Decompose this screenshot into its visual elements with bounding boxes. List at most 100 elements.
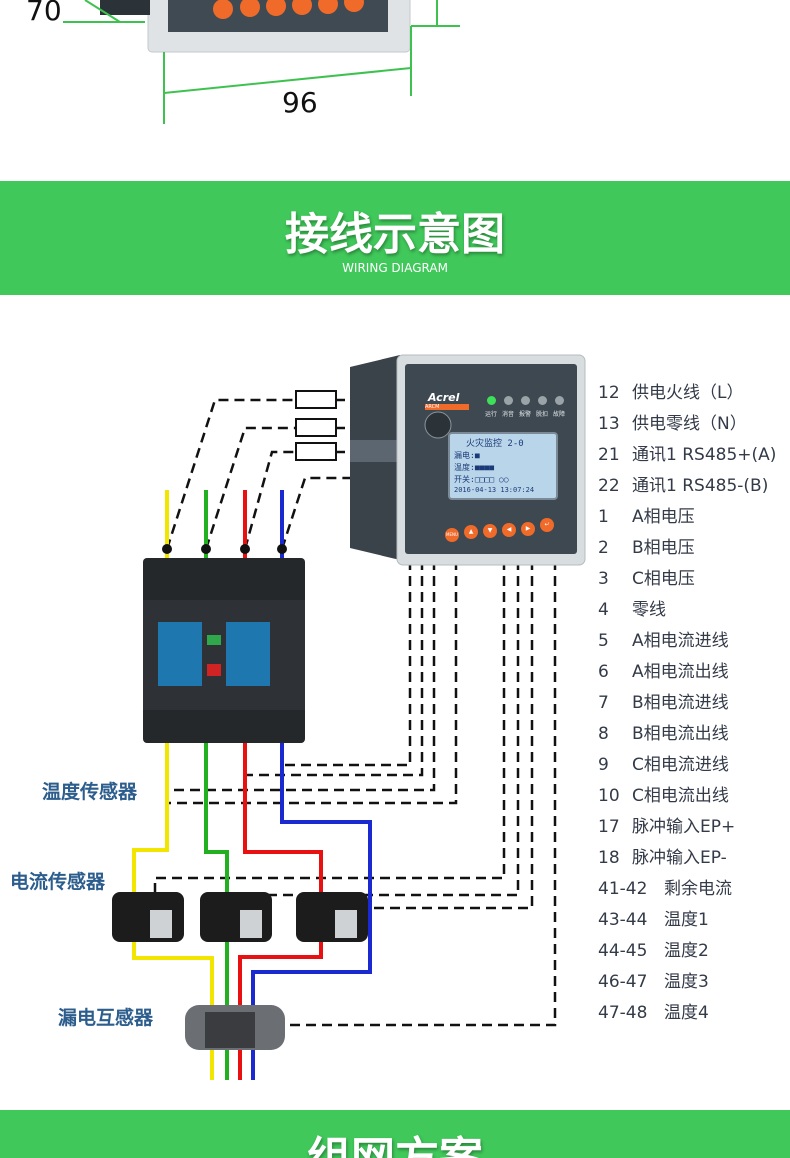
terminal-item: 7 B相电流进线 — [598, 688, 729, 713]
terminal-description: 脉冲输入EP+ — [632, 817, 736, 837]
lcd-row-leakage: 漏电:■ — [454, 451, 480, 460]
junction-dots — [162, 544, 287, 554]
lcd-row-switch: 开关:□□□□ ○○ — [454, 475, 509, 484]
terminal-number: 10 — [598, 786, 620, 806]
terminal-description: 零线 — [632, 600, 666, 620]
terminal-number: 44-45 — [598, 941, 648, 961]
terminal-item: 21 通讯1 RS485+(A) — [598, 440, 776, 465]
terminal-item: 17 脉冲输入EP+ — [598, 812, 735, 837]
terminal-item: 43-44 温度1 — [598, 905, 709, 930]
terminal-description: 温度2 — [664, 941, 709, 961]
terminal-description: 剩余电流 — [664, 879, 732, 899]
terminal-description: B相电流出线 — [632, 724, 729, 744]
down-button[interactable]: ▼ — [483, 524, 497, 538]
led-trip — [538, 396, 547, 405]
lcd-title: 火灾监控 2-0 — [466, 439, 524, 449]
terminal-number: 2 — [598, 538, 609, 558]
section-header-network — [0, 1110, 790, 1158]
terminal-description: C相电压 — [632, 569, 695, 589]
label-temp-sensor: 温度传感器 — [42, 781, 138, 803]
terminal-description: 供电零线（N） — [632, 414, 747, 434]
terminal-description: 温度1 — [664, 910, 709, 930]
terminal-description: 通讯1 RS485-(B) — [632, 476, 769, 496]
signal-wires-dashed — [153, 398, 557, 1027]
terminal-number: 41-42 — [598, 879, 648, 899]
terminal-item: 2 B相电压 — [598, 533, 695, 558]
terminal-description: C相电流出线 — [632, 786, 729, 806]
terminal-item: 5 A相电流进线 — [598, 626, 729, 651]
terminal-description: A相电流出线 — [632, 662, 729, 682]
terminal-item: 13 供电零线（N） — [598, 409, 747, 434]
terminal-item: 44-45 温度2 — [598, 936, 709, 961]
terminal-number: 5 — [598, 631, 609, 651]
led-run — [487, 396, 496, 405]
terminal-item: 9 C相电流进线 — [598, 750, 729, 775]
terminal-item: 12 供电火线（L） — [598, 378, 743, 403]
terminal-description: 通讯1 RS485+(A) — [632, 445, 777, 465]
led-label: 故障 — [553, 411, 566, 418]
terminal-description: 供电火线（L） — [632, 383, 744, 403]
terminal-item: 3 C相电压 — [598, 564, 695, 589]
label-current-sensor: 电流传感器 — [10, 871, 106, 893]
lcd-datetime: 2016-04-13 13:07:24 — [454, 486, 535, 494]
terminal-description: 温度4 — [664, 1003, 709, 1023]
menu-buttons — [213, 0, 364, 19]
led-label: 报警 — [519, 411, 532, 418]
terminal-number: 12 — [598, 383, 620, 403]
led-label: 脱扣 — [536, 411, 549, 418]
led-mute — [504, 396, 513, 405]
terminal-number: 1 — [598, 507, 609, 527]
current-sensors — [112, 892, 368, 942]
terminal-number: 43-44 — [598, 910, 648, 930]
terminal-item: 6 A相电流出线 — [598, 657, 729, 682]
left-button[interactable]: ◀ — [502, 523, 516, 537]
section-header-wiring — [0, 181, 790, 295]
lcd-row-temperature: 温度:■■■■ — [454, 463, 495, 472]
terminal-description: A相电压 — [632, 507, 695, 527]
terminal-item: 41-42 剩余电流 — [598, 874, 732, 899]
up-button[interactable]: ▲ — [464, 525, 478, 539]
terminal-number: 3 — [598, 569, 609, 589]
device-body-side — [100, 0, 150, 15]
dimension-lines — [63, 0, 460, 124]
terminal-number: 46-47 — [598, 972, 648, 992]
section-title: 组网方案 — [0, 1122, 790, 1158]
led-alarm — [521, 396, 530, 405]
terminal-item: 10 C相电流出线 — [598, 781, 729, 806]
terminal-number: 22 — [598, 476, 620, 496]
terminal-number: 47-48 — [598, 1003, 648, 1023]
menu-button[interactable]: MENU — [445, 528, 459, 542]
circuit-breaker — [143, 558, 305, 743]
terminal-number: 17 — [598, 817, 620, 837]
led-label: 运行 — [485, 411, 498, 418]
terminal-description: B相电压 — [632, 538, 695, 558]
fuse-resistors — [295, 390, 337, 461]
terminal-description: C相电流进线 — [632, 755, 729, 775]
depth-dimension: 70 — [26, 0, 62, 27]
section-title: 接线示意图 — [285, 209, 505, 260]
terminal-description: A相电流进线 — [632, 631, 729, 651]
terminal-number: 18 — [598, 848, 620, 868]
model-tag: ARCM — [425, 404, 469, 410]
terminal-description: 温度3 — [664, 972, 709, 992]
terminal-item: 46-47 温度3 — [598, 967, 709, 992]
led-label: 消音 — [502, 411, 515, 418]
width-dimension: 96 — [282, 86, 318, 119]
leakage-transformer — [185, 1005, 285, 1050]
enter-button[interactable]: ↵ — [540, 518, 554, 532]
terminal-number: 9 — [598, 755, 609, 775]
terminal-item: 22 通讯1 RS485-(B) — [598, 471, 768, 496]
terminal-number: 6 — [598, 662, 609, 682]
label-leakage-transformer: 漏电互感器 — [58, 1007, 154, 1029]
terminal-number: 21 — [598, 445, 620, 465]
right-button[interactable]: ▶ — [521, 522, 535, 536]
terminal-number: 4 — [598, 600, 609, 620]
terminal-number: 13 — [598, 414, 620, 434]
terminal-item: 47-48 温度4 — [598, 998, 709, 1023]
brand-logo: Acrel — [428, 391, 460, 404]
terminal-number: 7 — [598, 693, 609, 713]
terminal-description: B相电流进线 — [632, 693, 729, 713]
